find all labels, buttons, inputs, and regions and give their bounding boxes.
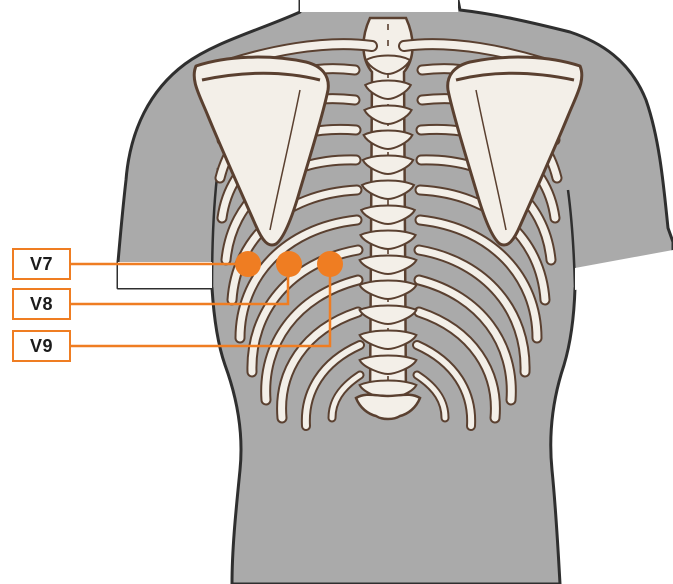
v9-label: V9 xyxy=(12,330,71,362)
v8-label: V8 xyxy=(12,288,71,320)
v8-electrode-marker xyxy=(276,251,302,277)
v7-label: V7 xyxy=(12,248,71,280)
v9-electrode-marker xyxy=(317,251,343,277)
v7-electrode-marker xyxy=(235,251,261,277)
electrode-markers xyxy=(235,251,343,277)
